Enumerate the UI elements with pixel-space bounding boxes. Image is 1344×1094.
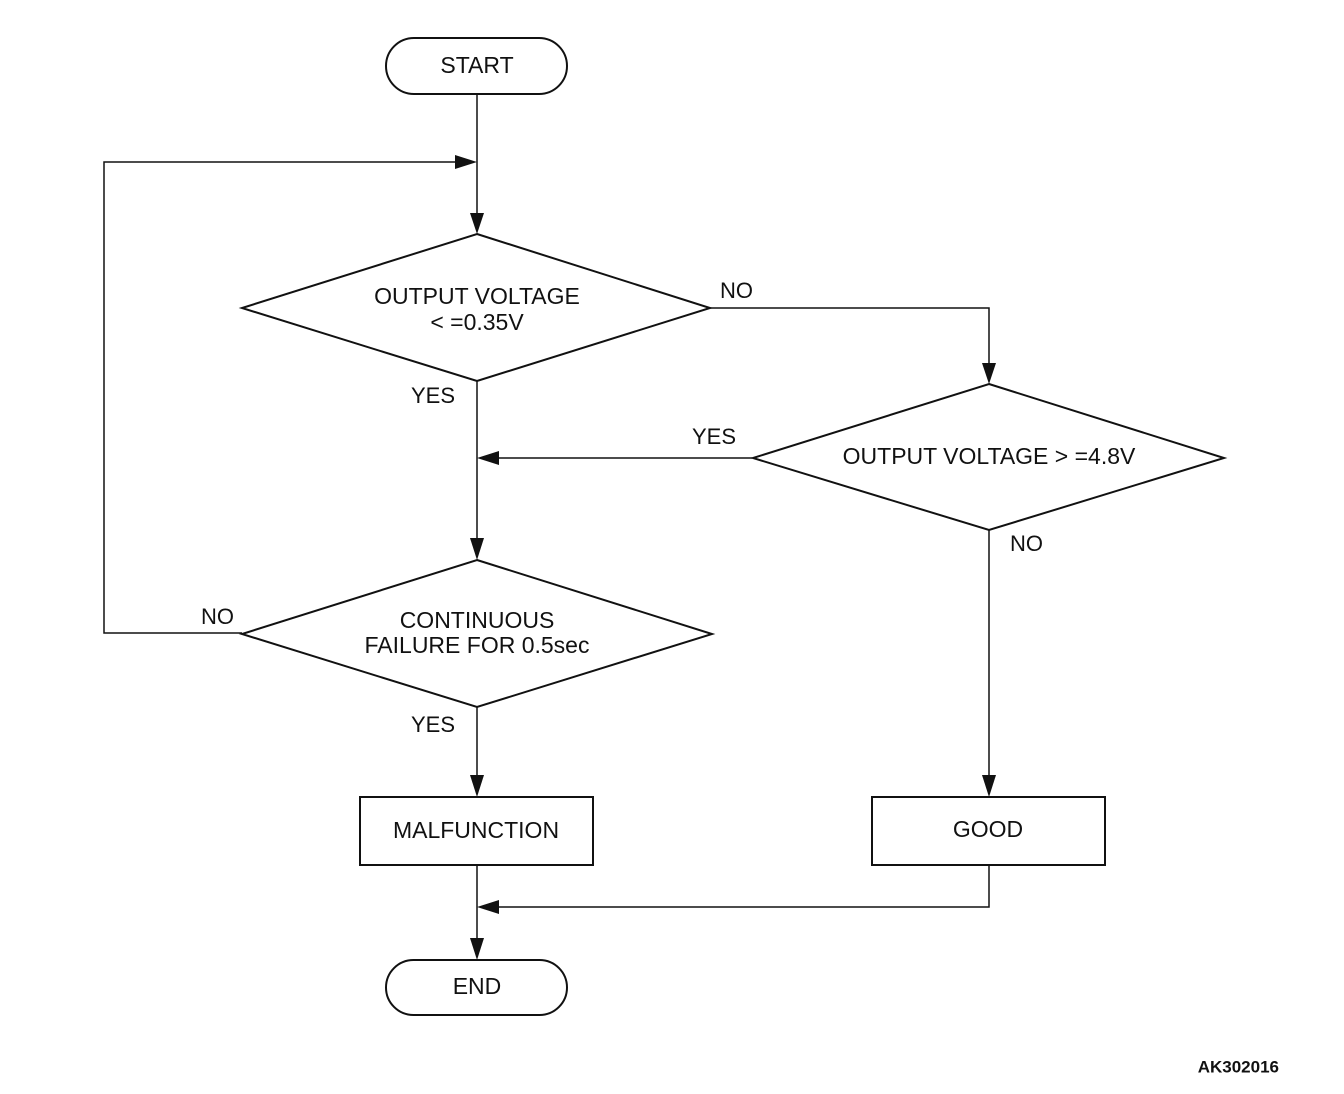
decision-continuous-failure: CONTINUOUS FAILURE FOR 0.5sec xyxy=(238,558,716,709)
arrowhead-into-end xyxy=(470,938,484,960)
decision-continuous-label-line1: CONTINUOUS xyxy=(400,607,555,633)
arrowheads xyxy=(455,155,996,960)
decision-low-voltage: OUTPUT VOLTAGE < =0.35V xyxy=(238,232,714,383)
arrowhead-into-low-decision xyxy=(470,213,484,234)
arrowhead-good-merge xyxy=(477,900,499,914)
connector-good-merge xyxy=(497,865,990,908)
end-node: END xyxy=(385,959,568,1016)
arrowhead-loop-return xyxy=(455,155,477,169)
good-box xyxy=(871,796,1106,866)
malfunction-label: MALFUNCTION xyxy=(393,817,559,843)
arrowhead-into-malfunction xyxy=(470,775,484,797)
malfunction-node: MALFUNCTION xyxy=(359,796,594,866)
decision-low-label-line1: OUTPUT VOLTAGE xyxy=(374,283,580,309)
branch-high-no-label: NO xyxy=(1010,531,1043,556)
arrowhead-into-continuous-decision xyxy=(470,538,484,560)
start-node: START xyxy=(385,37,568,95)
start-label: START xyxy=(440,52,513,78)
decision-continuous-label-line2: FAILURE FOR 0.5sec xyxy=(365,632,590,658)
start-terminator xyxy=(385,37,568,95)
connectors xyxy=(103,95,990,940)
branch-low-no-label: NO xyxy=(720,278,753,303)
branch-low-yes-label: YES xyxy=(411,383,455,408)
malfunction-box xyxy=(359,796,594,866)
figure-code: AK302016 xyxy=(1198,1057,1279,1076)
end-label: END xyxy=(453,973,502,999)
branch-continuous-yes-label: YES xyxy=(411,712,455,737)
good-node: GOOD xyxy=(871,796,1106,866)
branch-high-yes-label: YES xyxy=(692,424,736,449)
arrowhead-high-yes-merge xyxy=(477,451,499,465)
connector-continuous-no-loop xyxy=(103,161,457,634)
decision-low-label-line2: < =0.35V xyxy=(430,309,524,335)
good-label: GOOD xyxy=(953,816,1023,842)
connector-low-no xyxy=(710,307,990,365)
end-terminator xyxy=(385,959,568,1016)
decision-high-voltage: OUTPUT VOLTAGE > =4.8V xyxy=(749,382,1228,532)
decision-high-diamond xyxy=(749,382,1228,532)
decision-high-label: OUTPUT VOLTAGE > =4.8V xyxy=(843,443,1136,469)
arrowhead-into-high-decision xyxy=(982,363,996,384)
branch-continuous-no-label: NO xyxy=(201,604,234,629)
branch-labels: NO YES YES NO NO YES xyxy=(201,278,1043,737)
decision-continuous-diamond xyxy=(238,558,716,709)
arrowhead-into-good xyxy=(982,775,996,797)
decision-low-diamond xyxy=(238,232,714,383)
